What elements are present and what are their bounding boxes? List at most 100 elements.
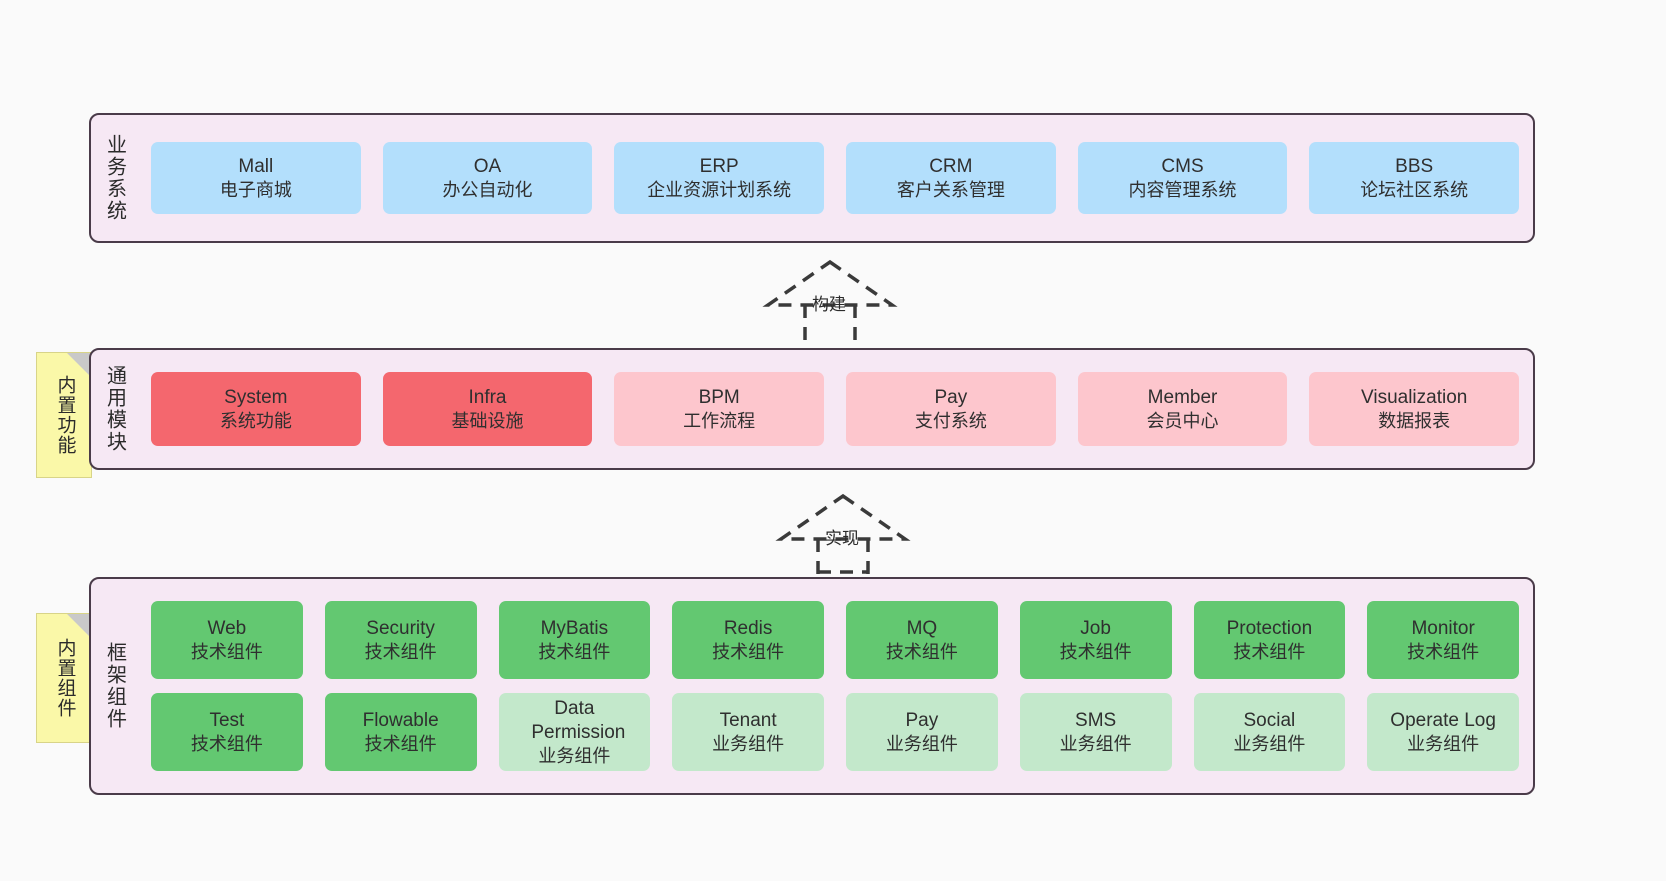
card-title: Security xyxy=(366,617,435,639)
card-title: Data Permission xyxy=(531,697,626,743)
connector-label-implement: 实现 xyxy=(825,529,859,548)
card-title: Flowable xyxy=(362,709,439,731)
sticky-note-builtin-function: 内置功能 xyxy=(36,352,92,478)
card-subtitle: 工作流程 xyxy=(683,410,756,431)
card-subtitle: 企业资源计划系统 xyxy=(647,179,792,200)
card-protection[interactable]: Protection 技术组件 xyxy=(1193,601,1346,679)
card-title: Operate Log xyxy=(1390,709,1496,731)
layer-common-module: 通用模块 System 系统功能 Infra 基础设施 BPM 工作流程 Pay… xyxy=(89,348,1535,470)
card-subtitle: 客户关系管理 xyxy=(896,179,1005,200)
layer-body-business-system: Mall 电子商城 OA 办公自动化 ERP 企业资源计划系统 CRM 客户关系… xyxy=(137,115,1533,241)
card-subtitle: 业务组件 xyxy=(538,745,611,766)
card-title: SMS xyxy=(1075,709,1117,731)
card-mq[interactable]: MQ 技术组件 xyxy=(846,601,998,679)
card-title: Redis xyxy=(723,617,773,639)
card-operate-log[interactable]: Operate Log 业务组件 xyxy=(1367,693,1519,771)
card-subtitle: 电子商城 xyxy=(219,179,292,200)
card-subtitle: 技术组件 xyxy=(364,641,437,662)
card-title: Pay xyxy=(905,709,939,731)
card-subtitle: 技术组件 xyxy=(538,641,611,662)
card-pay-component[interactable]: Pay 业务组件 xyxy=(846,693,998,771)
layer-body-common-module: System 系统功能 Infra 基础设施 BPM 工作流程 Pay 支付系统… xyxy=(137,350,1533,468)
card-title: Social xyxy=(1243,709,1296,731)
card-row: System 系统功能 Infra 基础设施 BPM 工作流程 Pay 支付系统… xyxy=(151,372,1520,446)
card-subtitle: 基础设施 xyxy=(451,410,524,431)
card-pay[interactable]: Pay 支付系统 xyxy=(846,372,1056,446)
card-title: Visualization xyxy=(1361,386,1468,408)
card-mall[interactable]: Mall 电子商城 xyxy=(151,142,361,214)
card-subtitle: 支付系统 xyxy=(914,410,987,431)
card-title: Protection xyxy=(1226,617,1313,639)
card-erp[interactable]: ERP 企业资源计划系统 xyxy=(614,142,825,214)
card-title: Test xyxy=(209,709,245,731)
layer-body-framework-component: Web 技术组件 Security 技术组件 MyBatis 技术组件 Redi… xyxy=(137,579,1533,793)
card-job[interactable]: Job 技术组件 xyxy=(1019,601,1172,679)
card-redis[interactable]: Redis 技术组件 xyxy=(672,601,824,679)
card-member[interactable]: Member 会员中心 xyxy=(1077,372,1288,446)
card-subtitle: 技术组件 xyxy=(190,641,263,662)
connector-label-build: 构建 xyxy=(812,295,846,314)
card-subtitle: 数据报表 xyxy=(1378,410,1451,431)
card-subtitle: 业务组件 xyxy=(885,733,958,754)
connector-build: 构建 xyxy=(755,258,905,354)
card-title: MyBatis xyxy=(540,617,609,639)
card-row-tech: Web 技术组件 Security 技术组件 MyBatis 技术组件 Redi… xyxy=(151,601,1519,679)
card-security[interactable]: Security 技术组件 xyxy=(324,601,477,679)
card-subtitle: 内容管理系统 xyxy=(1128,179,1237,200)
generalization-arrow-icon xyxy=(775,493,911,574)
card-web[interactable]: Web 技术组件 xyxy=(151,601,303,679)
card-system[interactable]: System 系统功能 xyxy=(151,372,361,446)
card-title: Mall xyxy=(238,155,274,177)
card-title: MQ xyxy=(906,617,938,639)
card-title: OA xyxy=(473,155,502,177)
card-test[interactable]: Test 技术组件 xyxy=(151,693,303,771)
card-tenant[interactable]: Tenant 业务组件 xyxy=(672,693,824,771)
card-title: BPM xyxy=(698,386,740,408)
connector-implement: 实现 xyxy=(768,492,918,574)
card-subtitle: 会员中心 xyxy=(1146,410,1219,431)
card-monitor[interactable]: Monitor 技术组件 xyxy=(1367,601,1519,679)
card-title: ERP xyxy=(699,155,739,177)
card-data-permission[interactable]: Data Permission 业务组件 xyxy=(498,693,651,771)
card-subtitle: 系统功能 xyxy=(219,410,292,431)
card-cms[interactable]: CMS 内容管理系统 xyxy=(1077,142,1288,214)
card-subtitle: 技术组件 xyxy=(1407,641,1480,662)
card-bbs[interactable]: BBS 论坛社区系统 xyxy=(1309,142,1520,214)
card-subtitle: 技术组件 xyxy=(364,733,437,754)
card-subtitle: 技术组件 xyxy=(1059,641,1132,662)
card-subtitle: 技术组件 xyxy=(190,733,263,754)
card-flowable[interactable]: Flowable 技术组件 xyxy=(324,693,477,771)
card-crm[interactable]: CRM 客户关系管理 xyxy=(846,142,1056,214)
card-title: Infra xyxy=(468,386,507,408)
layer-label-common-module: 通用模块 xyxy=(103,365,126,453)
card-title: CMS xyxy=(1161,155,1204,177)
card-subtitle: 技术组件 xyxy=(885,641,958,662)
card-oa[interactable]: OA 办公自动化 xyxy=(382,142,593,214)
sticky-note-label: 内置组件 xyxy=(54,638,76,718)
sticky-note-label: 内置功能 xyxy=(54,375,76,455)
layer-label-framework-component: 框架组件 xyxy=(103,642,126,730)
card-subtitle: 业务组件 xyxy=(1407,733,1480,754)
card-title: CRM xyxy=(929,155,973,177)
card-row: Mall 电子商城 OA 办公自动化 ERP 企业资源计划系统 CRM 客户关系… xyxy=(151,142,1520,214)
layer-business-system: 业务系统 Mall 电子商城 OA 办公自动化 ERP 企业资源计划系统 CRM… xyxy=(89,113,1535,243)
card-subtitle: 办公自动化 xyxy=(442,179,533,200)
card-title: Monitor xyxy=(1411,617,1475,639)
card-title: Web xyxy=(207,617,247,639)
card-title: Tenant xyxy=(719,709,777,731)
card-infra[interactable]: Infra 基础设施 xyxy=(382,372,593,446)
card-subtitle: 技术组件 xyxy=(712,641,785,662)
card-title: Job xyxy=(1080,617,1111,639)
card-subtitle: 论坛社区系统 xyxy=(1360,179,1469,200)
card-sms[interactable]: SMS 业务组件 xyxy=(1019,693,1172,771)
sticky-note-builtin-component: 内置组件 xyxy=(36,613,92,743)
card-mybatis[interactable]: MyBatis 技术组件 xyxy=(498,601,651,679)
card-visualization[interactable]: Visualization 数据报表 xyxy=(1309,372,1520,446)
card-subtitle: 业务组件 xyxy=(1059,733,1132,754)
card-title: BBS xyxy=(1395,155,1434,177)
layer-label-business-system: 业务系统 xyxy=(103,134,126,222)
card-title: Pay xyxy=(934,386,968,408)
card-bpm[interactable]: BPM 工作流程 xyxy=(614,372,825,446)
card-social[interactable]: Social 业务组件 xyxy=(1193,693,1346,771)
